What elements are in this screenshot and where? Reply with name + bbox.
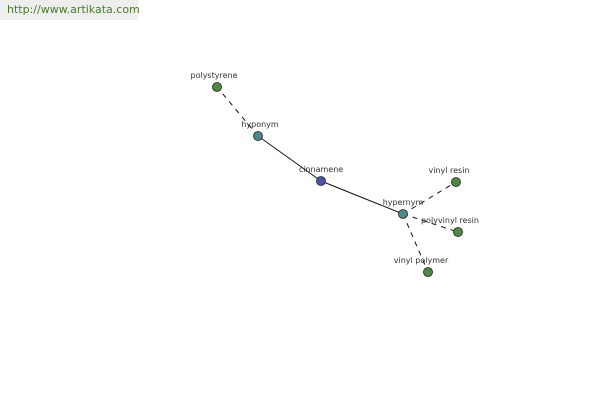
edge-hypernym-vinyl-resin xyxy=(402,181,457,215)
node-polystyrene[interactable] xyxy=(212,82,222,92)
label-hypernym: hypernym xyxy=(383,198,424,207)
label-vinyl-polymer: vinyl polymer xyxy=(394,256,449,265)
site-url-link[interactable]: http://www.artikata.com xyxy=(0,0,140,20)
edge-hyponym-polystyrene xyxy=(216,86,259,137)
label-polyvinyl-resin: polyvinyl resin xyxy=(421,216,479,225)
node-vinyl-resin[interactable] xyxy=(451,177,461,187)
node-hyponym[interactable] xyxy=(253,131,263,141)
node-hypernym[interactable] xyxy=(398,209,408,219)
label-polystyrene: polystyrene xyxy=(191,71,238,80)
node-vinyl-polymer[interactable] xyxy=(423,267,433,277)
labels-layer: cinnamene hyponym hypernym polystyrene vinyl… xyxy=(191,71,479,265)
label-vinyl-resin: vinyl resin xyxy=(428,166,469,175)
nodes-layer xyxy=(212,82,463,277)
edge-cinnamene-hyponym xyxy=(257,135,322,182)
node-cinnamene[interactable] xyxy=(316,176,326,186)
label-cinnamene: cinnamene xyxy=(299,165,343,174)
node-polyvinyl-resin[interactable] xyxy=(453,227,463,237)
edge-hypernym-vinyl-polymer xyxy=(402,213,429,273)
edge-cinnamene-hypernym xyxy=(320,180,404,215)
edges-layer xyxy=(216,86,459,273)
label-hyponym: hyponym xyxy=(241,120,279,129)
